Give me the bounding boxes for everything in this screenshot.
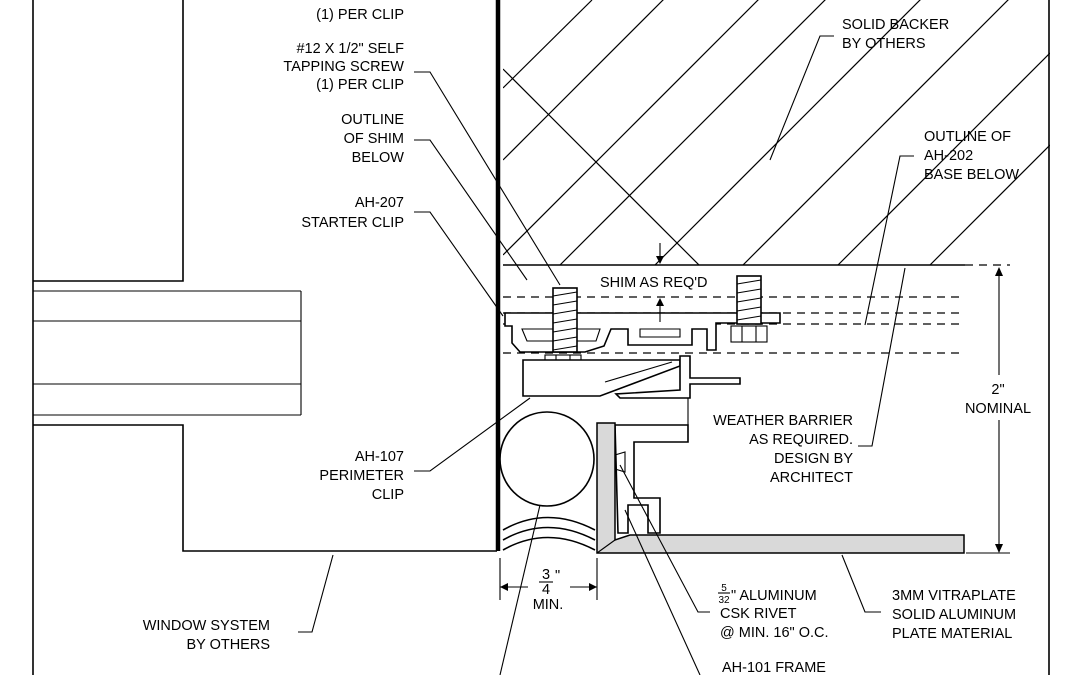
- svg-text:4: 4: [542, 582, 550, 598]
- svg-text:CSK RIVET: CSK RIVET: [720, 606, 797, 622]
- window-system-outline: [33, 0, 497, 552]
- nominal-dimension: [966, 267, 1010, 554]
- label-per-clip-top: (1) PER CLIP: [316, 7, 404, 23]
- svg-text:NOMINAL: NOMINAL: [965, 401, 1031, 417]
- svg-text:3MM VITRAPLATE: 3MM VITRAPLATE: [892, 588, 1016, 604]
- svg-text:PLATE MATERIAL: PLATE MATERIAL: [892, 626, 1012, 642]
- svg-text:SOLID BACKER: SOLID BACKER: [842, 17, 949, 33]
- label-rivet: 5 32 " ALUMINUM CSK RIVET @ MIN. 16" O.C…: [718, 583, 829, 641]
- ah-107-perimeter-clip: [522, 355, 741, 399]
- svg-text:ARCHITECT: ARCHITECT: [770, 470, 853, 486]
- svg-text:MIN.: MIN.: [533, 597, 564, 613]
- vitraplate: [596, 422, 965, 554]
- svg-text:#12 X 1/2" SELF: #12 X 1/2" SELF: [296, 41, 404, 57]
- backer-rod: [499, 411, 596, 551]
- label-window-system: WINDOW SYSTEM BY OTHERS: [143, 618, 270, 653]
- svg-text:WEATHER BARRIER: WEATHER BARRIER: [713, 413, 853, 429]
- label-weather-barrier: WEATHER BARRIER AS REQUIRED. DESIGN BY A…: [713, 413, 853, 486]
- svg-text:OUTLINE: OUTLINE: [341, 112, 404, 128]
- svg-text:AS REQUIRED.: AS REQUIRED.: [749, 432, 853, 448]
- label-shim: SHIM AS REQ'D: [600, 275, 708, 291]
- svg-text:STARTER CLIP: STARTER CLIP: [301, 215, 404, 231]
- svg-text:2": 2": [991, 382, 1004, 398]
- leader-lines: [298, 35, 914, 675]
- solid-backer-hatch: [503, 0, 1050, 265]
- svg-text:": ": [555, 568, 560, 584]
- svg-text:DESIGN BY: DESIGN BY: [774, 451, 853, 467]
- svg-text:@ MIN. 16" O.C.: @ MIN. 16" O.C.: [720, 625, 829, 641]
- svg-text:3: 3: [542, 567, 550, 583]
- svg-text:OUTLINE OF: OUTLINE OF: [924, 129, 1011, 145]
- label-starter-clip: AH-207 STARTER CLIP: [301, 195, 404, 231]
- svg-text:" ALUMINUM: " ALUMINUM: [731, 588, 817, 604]
- svg-text:AH-207: AH-207: [355, 195, 404, 211]
- min-dimension: [499, 558, 598, 600]
- svg-text:BELOW: BELOW: [352, 150, 405, 166]
- label-screw: #12 X 1/2" SELF TAPPING SCREW (1) PER CL…: [283, 41, 404, 93]
- label-nominal: 2" NOMINAL: [965, 382, 1031, 417]
- svg-text:SOLID ALUMINUM: SOLID ALUMINUM: [892, 607, 1016, 623]
- svg-text:BY OTHERS: BY OTHERS: [842, 36, 926, 52]
- label-solid-backer: SOLID BACKER BY OTHERS: [842, 17, 949, 52]
- svg-text:WINDOW SYSTEM: WINDOW SYSTEM: [143, 618, 270, 634]
- svg-text:TAPPING SCREW: TAPPING SCREW: [283, 59, 404, 75]
- svg-text:AH-202: AH-202: [924, 148, 973, 164]
- drawing-border: [32, 0, 1050, 675]
- label-frame: AH-101 FRAME: [722, 660, 826, 675]
- svg-text:PERIMETER: PERIMETER: [319, 468, 404, 484]
- ah-101-frame: [604, 398, 689, 534]
- svg-text:CLIP: CLIP: [372, 487, 404, 503]
- svg-text:32: 32: [718, 595, 730, 606]
- svg-text:BASE BELOW: BASE BELOW: [924, 167, 1019, 183]
- label-min-dimension: 3 4 " MIN.: [533, 567, 564, 613]
- label-perimeter-clip: AH-107 PERIMETER CLIP: [319, 449, 404, 503]
- svg-text:OF SHIM: OF SHIM: [344, 131, 404, 147]
- screw-right: [730, 275, 768, 343]
- svg-text:AH-107: AH-107: [355, 449, 404, 465]
- shim-arrows: [656, 243, 664, 322]
- svg-text:(1) PER CLIP: (1) PER CLIP: [316, 77, 404, 93]
- label-vitraplate: 3MM VITRAPLATE SOLID ALUMINUM PLATE MATE…: [892, 588, 1016, 642]
- label-outline-shim: OUTLINE OF SHIM BELOW: [341, 112, 404, 166]
- label-outline-base: OUTLINE OF AH-202 BASE BELOW: [924, 129, 1019, 183]
- svg-text:BY OTHERS: BY OTHERS: [186, 637, 270, 653]
- svg-text:5: 5: [721, 583, 727, 594]
